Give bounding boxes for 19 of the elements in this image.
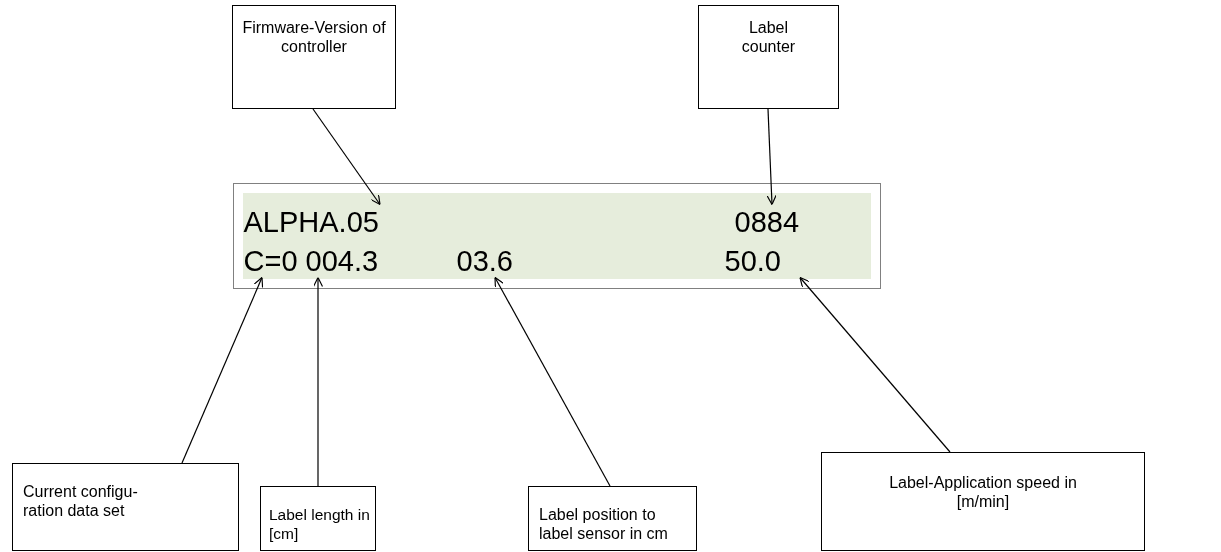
callout-box: Firmware-Version of controller	[232, 5, 396, 109]
display-value: 004.3	[305, 243, 394, 278]
leader-arrow	[181, 276, 264, 464]
leader-arrow	[766, 108, 777, 206]
display-value: 0884	[734, 204, 817, 239]
leader-arrow	[312, 108, 381, 206]
callout-box: Label position to label sensor in cm	[528, 486, 697, 551]
display-value: ALPHA.05	[243, 204, 386, 239]
callout-box: Label-Application speed in [m/min]	[821, 452, 1145, 551]
display-panel	[233, 183, 881, 289]
callout-box: Label length in [cm]	[260, 486, 376, 551]
callout-box: Current configu- ration data set	[12, 463, 239, 551]
callout-box: Label counter	[698, 5, 839, 109]
display-value: 50.0	[724, 243, 820, 278]
leader-arrow	[799, 276, 951, 453]
leader-arrow	[312, 276, 324, 487]
display-value: C=0	[243, 243, 300, 278]
display-value: 03.6	[456, 243, 531, 278]
leader-arrow	[494, 276, 611, 487]
